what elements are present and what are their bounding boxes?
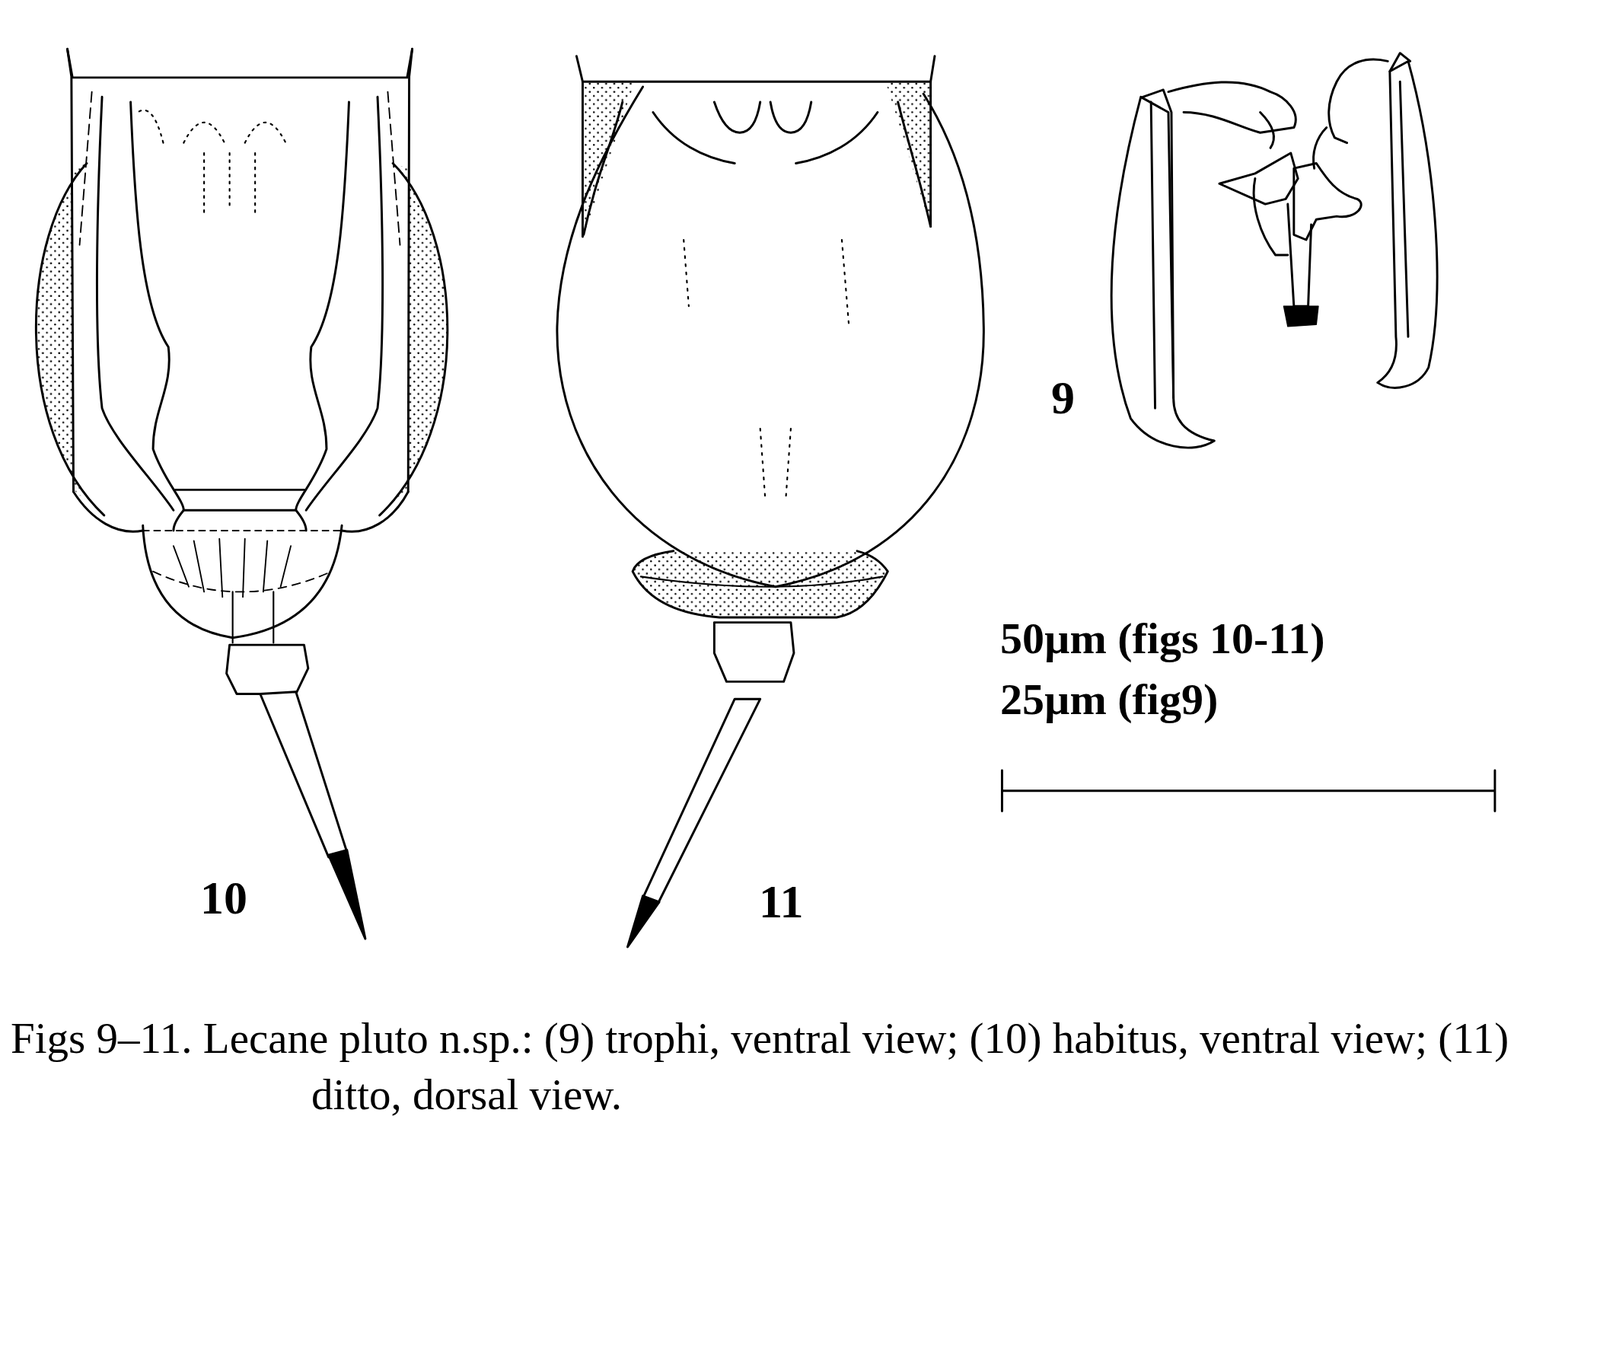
habitus-dorsal	[557, 56, 984, 947]
figure-caption: Figs 9–11. Lecane pluto n.sp.: (9) troph…	[311, 1010, 1593, 1123]
trophi	[1111, 53, 1438, 448]
figure-number: 9	[1051, 373, 1075, 421]
scale-label: 50µm (figs 10-11)	[1000, 616, 1325, 661]
scale-bar	[1001, 770, 1495, 812]
habitus-ventral	[35, 48, 448, 939]
figure-number: 10	[200, 873, 248, 922]
scale-label: 25µm (fig9)	[1000, 677, 1218, 722]
figure-number: 11	[758, 877, 804, 925]
